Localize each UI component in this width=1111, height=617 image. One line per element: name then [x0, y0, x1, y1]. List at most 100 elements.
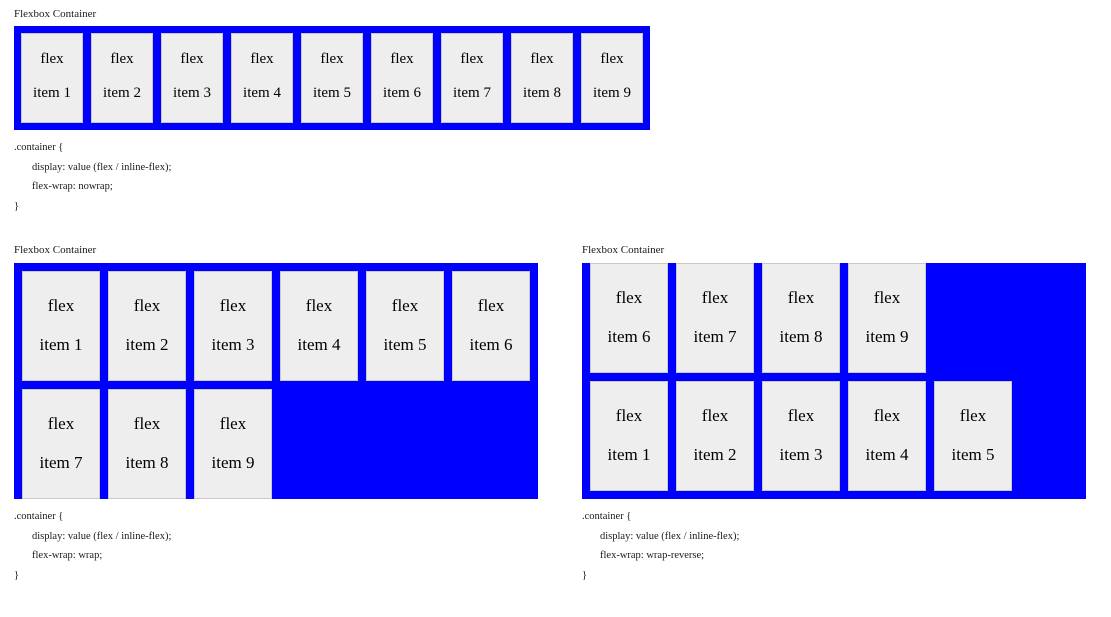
flex-item-bottom-label: item 4 — [243, 84, 281, 101]
flex-item-bottom-label: item 9 — [593, 84, 631, 101]
flexbox-demo-nowrap: Flexbox Container flex item 1 flex item … — [14, 8, 650, 216]
flex-item-top-label: flex — [320, 51, 344, 68]
flex-item-bottom-label: item 2 — [693, 444, 737, 464]
flex-item-bottom-label: item 5 — [951, 444, 995, 464]
code-line: display: value (flex / inline-flex); — [32, 530, 172, 542]
flex-item-top-label: flex — [390, 51, 414, 68]
flex-item-top-label: flex — [219, 295, 247, 315]
flex-item-top-label: flex — [110, 51, 134, 68]
flex-item-top-label: flex — [787, 405, 815, 425]
flex-item-bottom-label: item 1 — [607, 444, 651, 464]
code-line: .container { — [582, 511, 632, 522]
code-block-nowrap: .container { display: value (flex / inli… — [14, 138, 650, 216]
code-block-wrap: .container { display: value (flex / inli… — [14, 507, 538, 585]
flex-item-top-label: flex — [615, 287, 643, 307]
flexbox-demo-wrap: Flexbox Container flex item 1 flex item … — [14, 244, 538, 585]
flex-item-top-label: flex — [460, 51, 484, 68]
flex-item: flex item 9 — [581, 33, 643, 123]
flex-item: flex item 2 — [108, 271, 186, 381]
flex-item: flex item 8 — [108, 389, 186, 499]
flex-item: flex item 6 — [452, 271, 530, 381]
flex-item: flex item 4 — [280, 271, 358, 381]
code-line: .container { — [14, 142, 64, 153]
flex-item-bottom-label: item 7 — [693, 326, 737, 346]
flex-item-top-label: flex — [530, 51, 554, 68]
flex-item-top-label: flex — [133, 413, 161, 433]
flex-item: flex item 3 — [194, 271, 272, 381]
flex-item-bottom-label: item 8 — [779, 326, 823, 346]
section-title-wrap-reverse: Flexbox Container — [582, 244, 665, 256]
code-line: display: value (flex / inline-flex); — [32, 161, 172, 173]
section-title-wrap: Flexbox Container — [14, 244, 97, 256]
flex-item-top-label: flex — [40, 51, 64, 68]
flex-item-bottom-label: item 1 — [39, 334, 83, 354]
flex-item: flex item 5 — [934, 381, 1012, 491]
flex-container-wrap: flex item 1 flex item 2 flex item 3 flex… — [14, 263, 538, 499]
flex-item-top-label: flex — [250, 51, 274, 68]
flex-item-bottom-label: item 7 — [39, 452, 83, 472]
flex-item: flex item 2 — [676, 381, 754, 491]
flex-item: flex item 1 — [21, 33, 83, 123]
flex-item-top-label: flex — [787, 287, 815, 307]
code-line: flex-wrap: wrap-reverse; — [600, 550, 705, 561]
flex-item: flex item 4 — [231, 33, 293, 123]
flex-item-top-label: flex — [47, 413, 75, 433]
code-line: } — [14, 569, 20, 581]
flex-item: flex item 1 — [22, 271, 100, 381]
flex-item-top-label: flex — [133, 295, 161, 315]
flex-item-top-label: flex — [701, 405, 729, 425]
flex-item-bottom-label: item 5 — [383, 334, 427, 354]
flex-item: flex item 6 — [590, 263, 668, 373]
code-line: .container { — [14, 511, 64, 522]
flex-item-bottom-label: item 2 — [103, 84, 141, 101]
flex-item-top-label: flex — [47, 295, 75, 315]
code-line: } — [14, 200, 20, 212]
flex-item: flex item 9 — [194, 389, 272, 499]
flexbox-demo-wrap-reverse: Flexbox Container flex item 1 flex item … — [582, 244, 1086, 585]
code-line: display: value (flex / inline-flex); — [600, 530, 740, 542]
code-line: flex-wrap: nowrap; — [32, 181, 113, 192]
flex-item: flex item 6 — [371, 33, 433, 123]
flex-item-top-label: flex — [600, 51, 624, 68]
flex-item-top-label: flex — [615, 405, 643, 425]
flex-item-bottom-label: item 3 — [211, 334, 255, 354]
flex-item-bottom-label: item 6 — [607, 326, 651, 346]
flex-item: flex item 5 — [366, 271, 444, 381]
flex-item: flex item 9 — [848, 263, 926, 373]
flex-item-bottom-label: item 8 — [523, 84, 561, 101]
flex-item: flex item 3 — [762, 381, 840, 491]
flex-item: flex item 7 — [22, 389, 100, 499]
flex-item: flex item 2 — [91, 33, 153, 123]
code-block-wrap-reverse: .container { display: value (flex / inli… — [582, 507, 1086, 585]
flex-item-bottom-label: item 4 — [865, 444, 909, 464]
flex-container-wrap-reverse: flex item 1 flex item 2 flex item 3 flex… — [582, 263, 1086, 499]
flex-item-top-label: flex — [180, 51, 204, 68]
flex-item: flex item 8 — [511, 33, 573, 123]
flex-item: flex item 7 — [441, 33, 503, 123]
flex-item-top-label: flex — [873, 287, 901, 307]
flex-item-bottom-label: item 6 — [383, 84, 421, 101]
flex-item-top-label: flex — [219, 413, 247, 433]
flex-item-bottom-label: item 3 — [173, 84, 211, 101]
flex-item-bottom-label: item 9 — [211, 452, 255, 472]
flex-item-bottom-label: item 5 — [313, 84, 351, 101]
code-line: } — [582, 569, 588, 581]
code-line: flex-wrap: wrap; — [32, 550, 103, 561]
flex-item-bottom-label: item 4 — [297, 334, 341, 354]
flex-item-top-label: flex — [959, 405, 987, 425]
flex-item: flex item 4 — [848, 381, 926, 491]
flex-container-nowrap: flex item 1 flex item 2 flex item 3 flex… — [14, 26, 650, 130]
flex-item-top-label: flex — [873, 405, 901, 425]
flex-item-bottom-label: item 3 — [779, 444, 823, 464]
flex-item-bottom-label: item 6 — [469, 334, 513, 354]
flex-item-bottom-label: item 2 — [125, 334, 169, 354]
flex-item-top-label: flex — [391, 295, 419, 315]
flex-item: flex item 1 — [590, 381, 668, 491]
flex-item: flex item 5 — [301, 33, 363, 123]
flex-item-top-label: flex — [305, 295, 333, 315]
flex-item: flex item 3 — [161, 33, 223, 123]
flex-item-bottom-label: item 7 — [453, 84, 491, 101]
flex-item-top-label: flex — [701, 287, 729, 307]
flex-item-bottom-label: item 8 — [125, 452, 169, 472]
flex-item-bottom-label: item 9 — [865, 326, 909, 346]
